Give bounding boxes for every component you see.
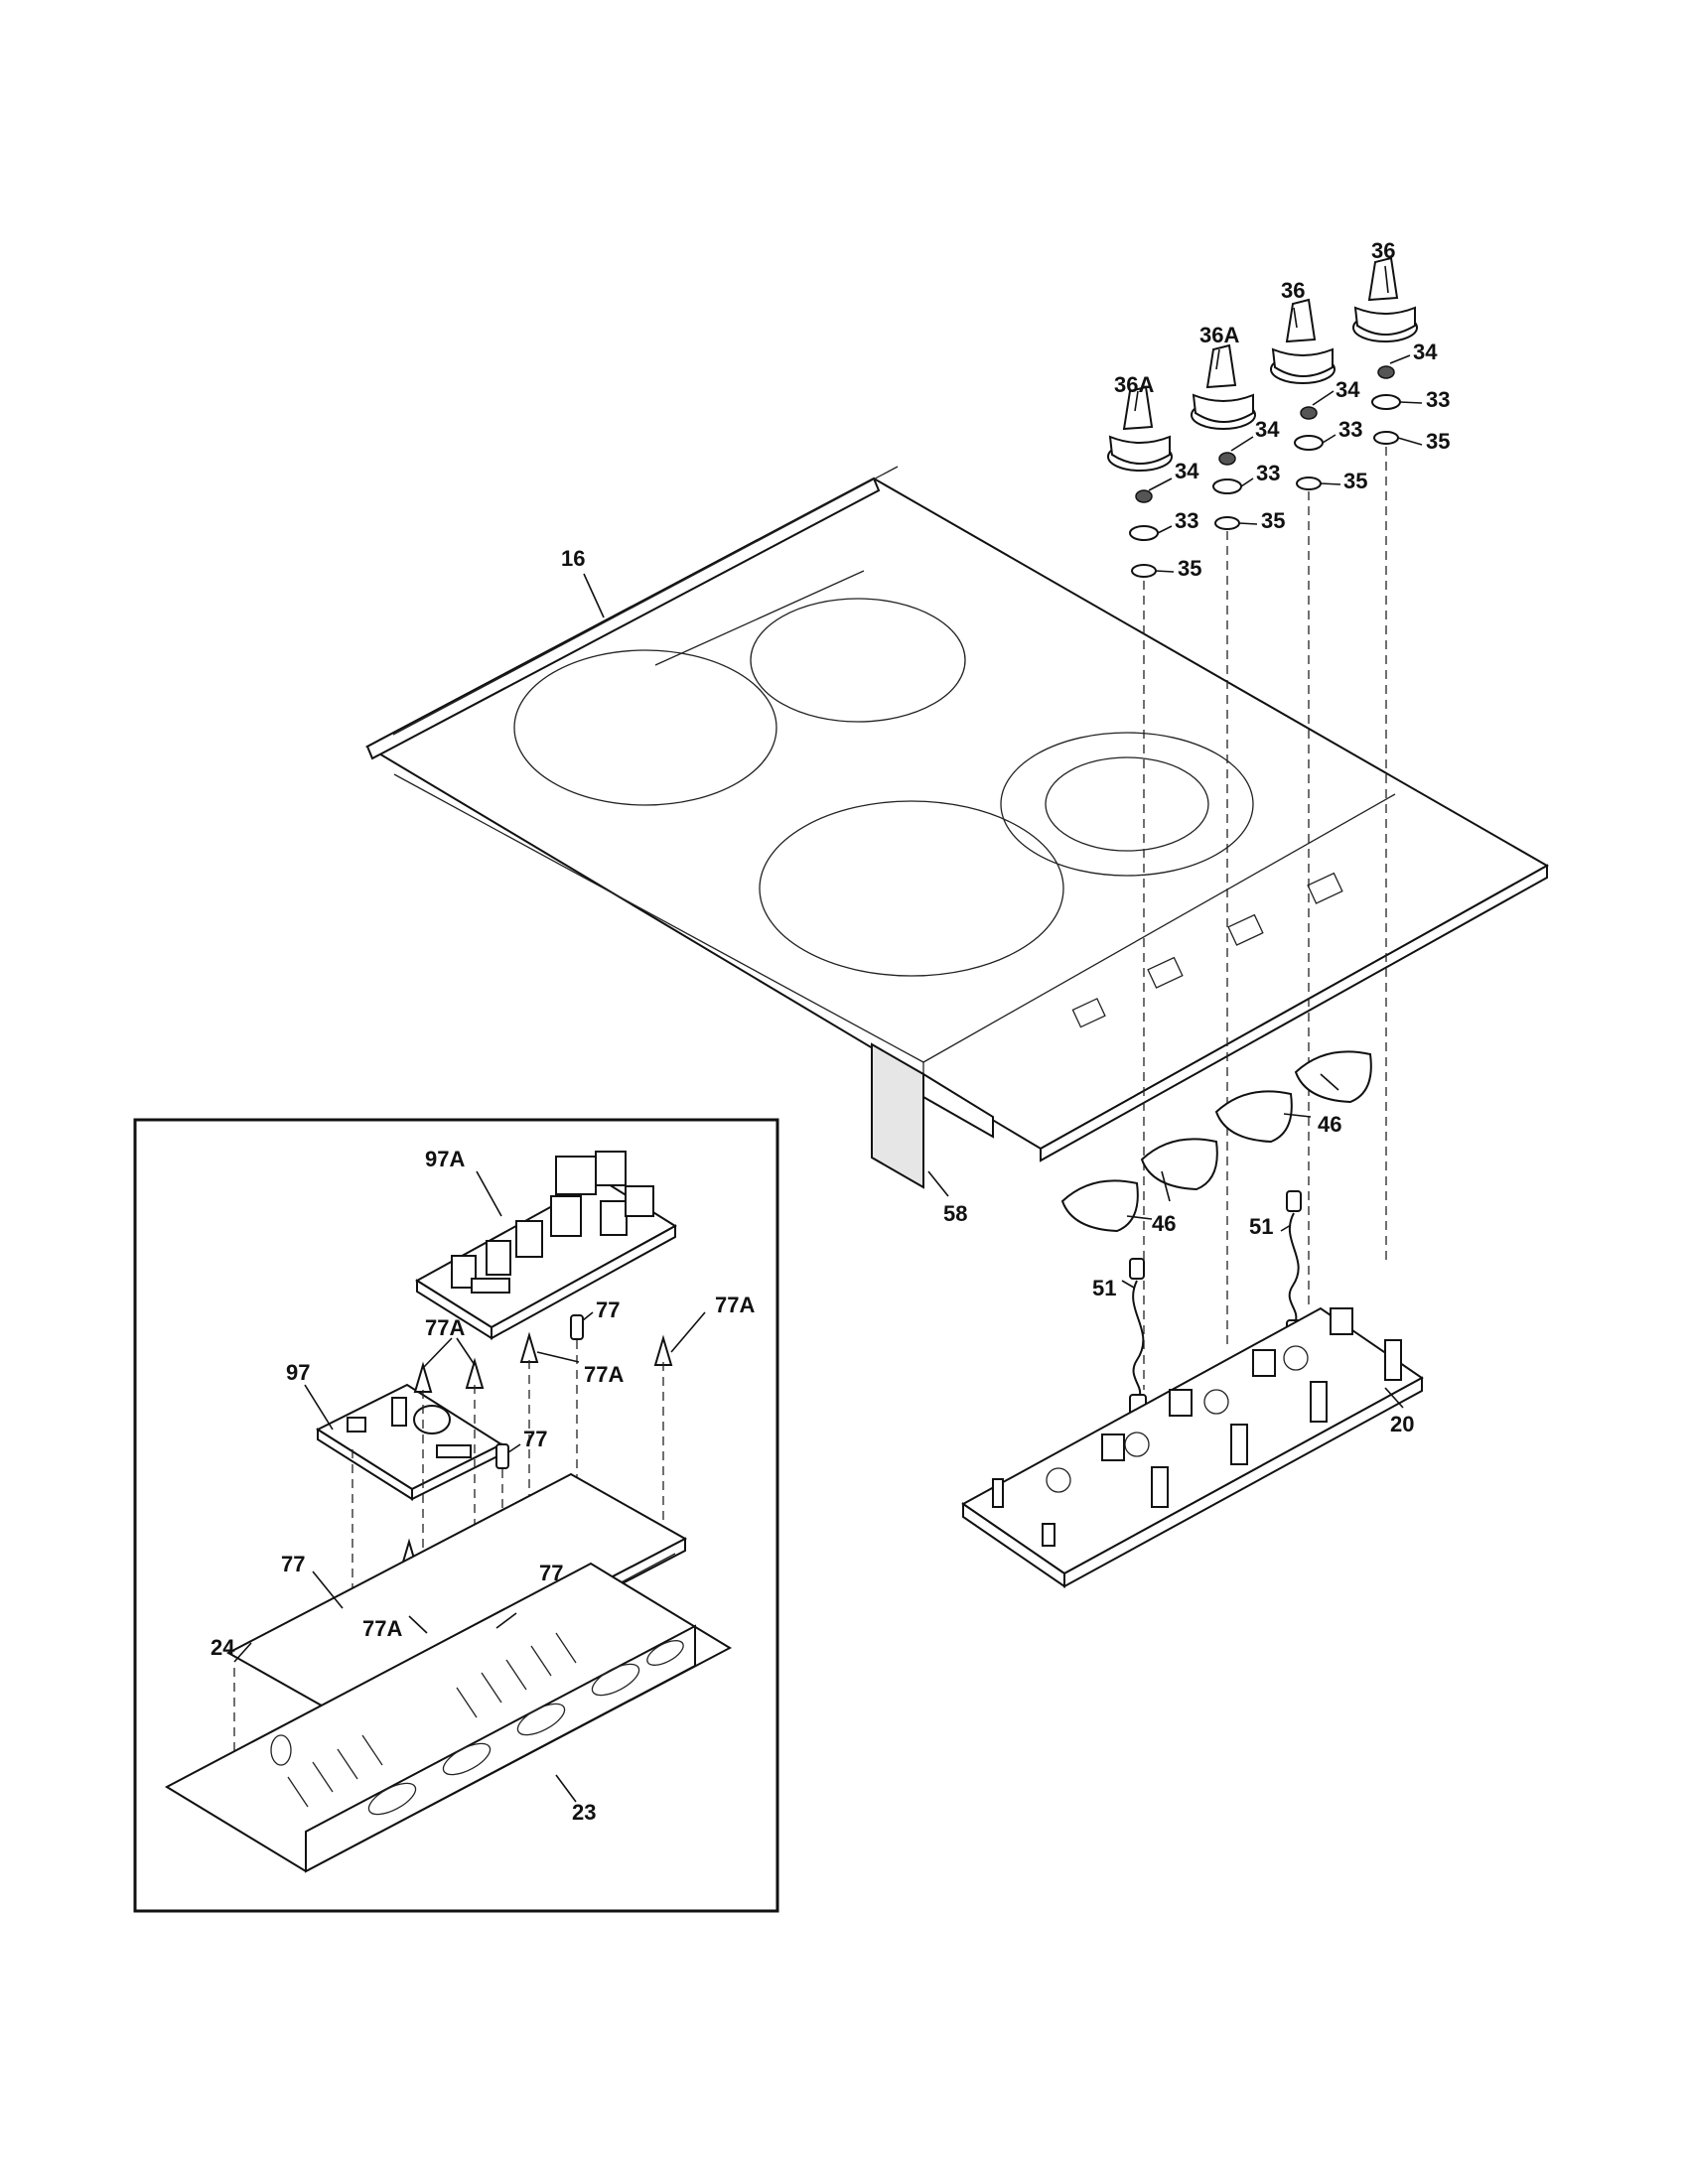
callout-35-a: 35 xyxy=(1426,429,1450,454)
callout-97A: 97A xyxy=(425,1147,465,1171)
callout-58: 58 xyxy=(943,1201,967,1226)
callout-34-b: 34 xyxy=(1336,377,1360,402)
callout-34-a: 34 xyxy=(1413,340,1438,364)
insulation-panel[interactable] xyxy=(871,1042,994,1189)
board-housing[interactable] xyxy=(164,1562,733,1873)
housing-slots xyxy=(287,1632,577,1808)
callout-35-d: 35 xyxy=(1178,556,1201,581)
housing-vents xyxy=(367,1640,684,1816)
callout-20: 20 xyxy=(1390,1412,1414,1436)
callout-77A-d: 77A xyxy=(362,1616,402,1641)
knob-hardware xyxy=(1129,365,1401,578)
callout-33-a: 33 xyxy=(1426,387,1450,412)
callout-36A-a: 36A xyxy=(1199,323,1239,347)
callout-77-a: 77 xyxy=(596,1297,620,1322)
knob-gaskets[interactable] xyxy=(1060,1050,1372,1233)
callout-24: 24 xyxy=(211,1635,235,1660)
callout-36A-b: 36A xyxy=(1114,372,1154,397)
knob-stack-2[interactable] xyxy=(1191,343,1256,430)
control-board[interactable] xyxy=(961,1306,1424,1588)
callout-33-b: 33 xyxy=(1338,417,1362,442)
callout-36-a: 36 xyxy=(1371,238,1395,263)
knob-stack-3[interactable] xyxy=(1270,298,1336,384)
callout-34-c: 34 xyxy=(1255,417,1280,442)
callout-16: 16 xyxy=(561,546,585,571)
callouts: 16 36 36 36A 36A 34 34 34 34 33 33 33 33… xyxy=(211,238,1450,1825)
callout-77-b: 77 xyxy=(523,1427,547,1451)
relay-board[interactable] xyxy=(415,1151,677,1340)
callout-33-c: 33 xyxy=(1256,461,1280,485)
leader-lines xyxy=(233,265,1423,1803)
small-board[interactable] xyxy=(315,1383,504,1501)
callout-51-b: 51 xyxy=(1092,1276,1116,1300)
callout-77A-b: 77A xyxy=(715,1293,755,1317)
knob-stack-1[interactable] xyxy=(1107,385,1173,472)
callout-77A-a: 77A xyxy=(425,1315,465,1340)
callout-77-d: 77 xyxy=(539,1561,563,1585)
knob-stack-4[interactable] xyxy=(1352,256,1418,342)
callout-35-b: 35 xyxy=(1343,469,1367,493)
callout-34-d: 34 xyxy=(1175,459,1199,483)
inset-frame xyxy=(133,1118,779,1913)
callout-33-d: 33 xyxy=(1175,508,1198,533)
callout-36-b: 36 xyxy=(1281,278,1305,303)
alignment-lines xyxy=(1143,447,1387,1390)
callout-23: 23 xyxy=(572,1800,596,1825)
callout-97: 97 xyxy=(286,1360,310,1385)
callout-46-b: 46 xyxy=(1152,1211,1176,1236)
callout-35-c: 35 xyxy=(1261,508,1285,533)
callout-46-a: 46 xyxy=(1318,1112,1341,1137)
callout-77A-c: 77A xyxy=(584,1362,624,1387)
callout-51-a: 51 xyxy=(1249,1214,1273,1239)
callout-77-c: 77 xyxy=(281,1552,305,1576)
cooktop-glass[interactable] xyxy=(364,466,1550,1162)
